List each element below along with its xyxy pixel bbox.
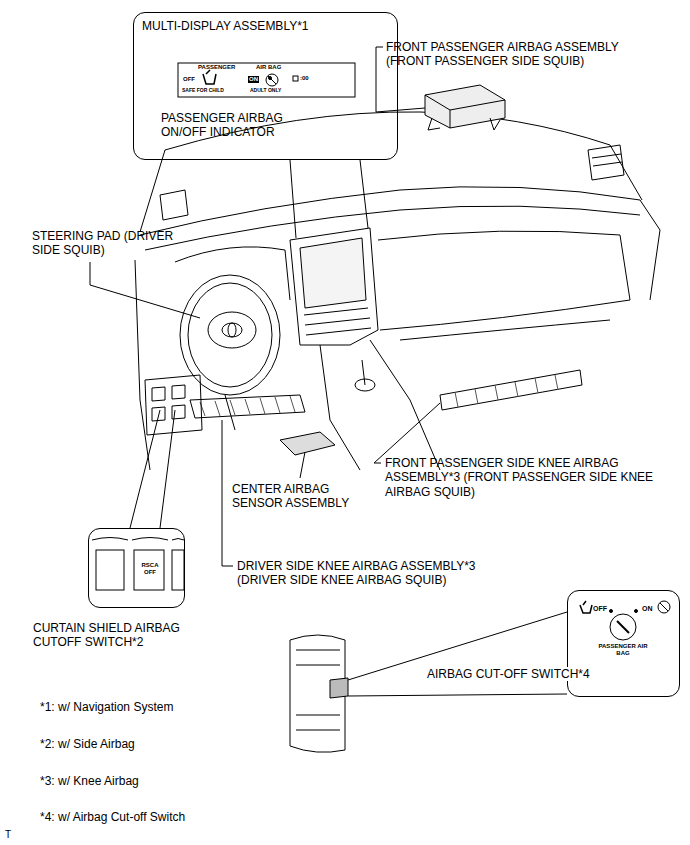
indicator-text: AIR BAG: [256, 64, 296, 71]
switch-text: OFF: [593, 605, 613, 613]
dashboard-drawing-part: [152, 385, 185, 421]
indicator-name: PASSENGER AIRBAG ON/OFF INDICATOR: [161, 111, 301, 140]
part-label: DRIVER SIDE KNEE AIRBAG ASSEMBLY*3 (DRIV…: [237, 559, 511, 588]
cutoff-switch-drawing-part: [617, 621, 629, 633]
leader-lines-part: [374, 403, 440, 463]
callout-box: CURTAIN SHIELD AIRBAG CUTOFF SWITCH*2: [88, 528, 185, 608]
dashboard-drawing-part: [140, 150, 165, 232]
cutoff-switch-drawing-part: [660, 603, 668, 611]
dashboard-drawing-part: [378, 231, 630, 330]
curtain-switch-panel-part: [172, 550, 184, 590]
dashboard-drawing-part: [160, 190, 188, 220]
dashboard-drawing-part: [290, 228, 378, 345]
figure-code: T: [5, 829, 19, 841]
switch-text: ON: [642, 605, 656, 613]
indicator-display-part: [293, 76, 298, 81]
indicator-text: ON: [248, 76, 259, 83]
part-label: FRONT PASSENGER SIDE KNEE AIRBAG ASSEMBL…: [385, 456, 681, 499]
part-label: FRONT PASSENGER AIRBAG ASSEMBLY (FRONT P…: [386, 40, 664, 69]
footnote: *2: w/ Side Airbag: [40, 737, 280, 751]
footnote: *3: w/ Knee Airbag: [40, 774, 280, 788]
footnote: *4: w/ Airbag Cut-off Switch: [40, 810, 300, 824]
dashboard-drawing-part: [425, 95, 505, 128]
dashboard-drawing-part: [300, 238, 366, 308]
switch-text: PASSENGER AIR BAG: [598, 643, 648, 657]
dashboard-drawing-part: [175, 247, 290, 300]
dashboard-drawing-part: [640, 200, 660, 300]
dashboard-drawing-part: [320, 345, 360, 470]
curtain-switch-panel-part: [92, 538, 184, 541]
callout-pointers-part: [290, 160, 368, 238]
callout-pointers: [130, 160, 567, 696]
indicator-display-part: [203, 70, 216, 84]
indicator-text: PASSENGER: [198, 64, 248, 71]
cutoff-switch-drawing-part: [635, 610, 638, 613]
switch-name: AIRBAG CUT-OFF SWITCH*4: [425, 667, 592, 681]
dashboard-drawing-part: [400, 320, 610, 340]
indicator-text: :00: [300, 75, 320, 82]
dashboard-drawing-part: [135, 260, 150, 470]
callout-pointers-part: [348, 612, 567, 696]
dashboard-drawing-part: [362, 360, 365, 385]
indicator-display-part: [268, 76, 276, 84]
dashboard-drawing-part: [610, 145, 642, 200]
dashboard-drawing-part: [222, 323, 242, 337]
indicator-text: OFF: [183, 76, 203, 83]
switch-name: CURTAIN SHIELD AIRBAG CUTOFF SWITCH*2: [33, 621, 211, 650]
curtain-switch-panel-part: [96, 550, 124, 590]
dashboard-drawing-part: [592, 154, 622, 166]
cutoff-switch-drawing-part: [658, 601, 670, 613]
dashboard-drawing-part: [280, 432, 335, 455]
indicator-display-part: [269, 77, 272, 80]
dashboard-drawing-part: [208, 312, 256, 348]
indicator-display-part: [266, 74, 278, 86]
indicator-display: [178, 63, 355, 97]
dashboard-drawing-part: [440, 370, 582, 410]
curtain-switch-panel: [92, 538, 184, 591]
dashboard-drawing-part: [455, 375, 558, 407]
cutoff-switch-drawing: [290, 601, 670, 752]
dashboard-drawing-part: [304, 308, 371, 335]
dashboard-drawing-part: [428, 118, 500, 130]
footnote: *1: w/ Navigation System: [40, 700, 280, 714]
callout-box: MULTI-DISPLAY ASSEMBLY*1PASSENGER AIRBAG…: [133, 12, 398, 160]
part-label: CENTER AIRBAG SENSOR ASSEMBLY: [232, 482, 360, 511]
callout-pointers-part: [130, 410, 175, 528]
cutoff-switch-drawing-part: [610, 610, 613, 613]
dashboard-drawing-part: [145, 375, 202, 435]
cutoff-switch-drawing-part: [610, 614, 636, 640]
dashboard-drawing-part: [200, 396, 295, 416]
dashboard-drawing-part: [588, 145, 624, 180]
dashboard-drawing-part: [180, 275, 280, 395]
leader-lines-part: [90, 262, 200, 318]
dashboard-drawing-part: [228, 323, 236, 337]
indicator-text: SAFE FOR CHILD: [182, 87, 242, 93]
dashboard-drawing-part: [145, 206, 640, 250]
indicator-text: ADULT ONLY: [250, 87, 300, 93]
cutoff-switch-drawing-part: [330, 678, 348, 698]
part-label: STEERING PAD (DRIVER SIDE SQUIB): [32, 229, 178, 258]
dashboard-drawing-part: [370, 340, 440, 470]
indicator-display-part: [178, 63, 355, 97]
dashboard-drawing-part: [188, 283, 272, 387]
dashboard-drawing-part: [190, 395, 305, 418]
leader-lines-part: [300, 452, 305, 478]
callout-title: MULTI-DISPLAY ASSEMBLY*1: [142, 19, 387, 33]
leader-lines-part: [222, 420, 233, 566]
cutoff-switch-drawing-part: [580, 601, 592, 613]
switch-text: RSCA OFF: [138, 562, 162, 576]
curtain-switch-panel-part: [134, 550, 164, 590]
dashboard-drawing-part: [425, 85, 505, 128]
